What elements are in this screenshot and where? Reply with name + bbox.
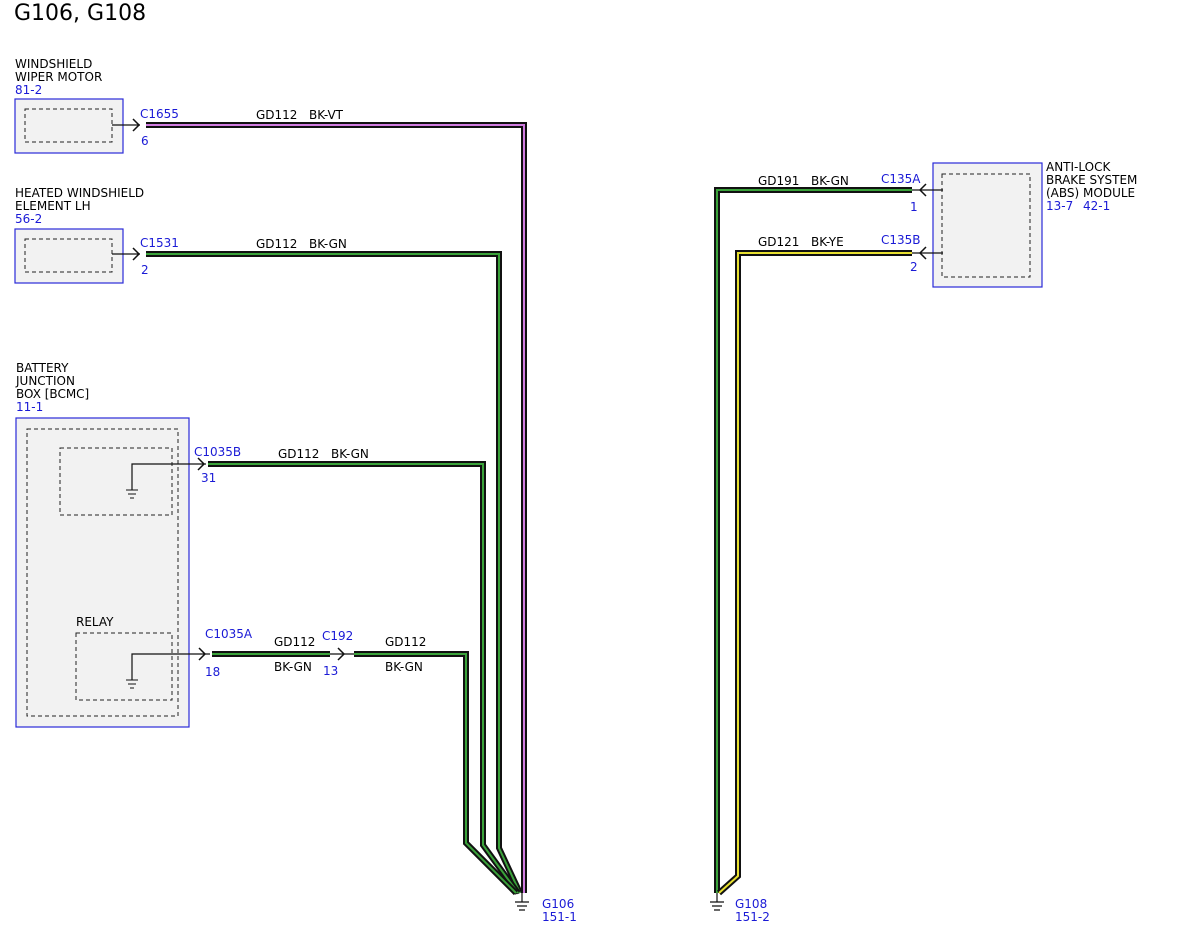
ground-g106: G106 151-1: [515, 893, 577, 924]
c192-inline-connector: C192 13: [322, 629, 354, 678]
abs-module-inner-box: [941, 173, 1031, 278]
wiper-motor-box[interactable]: [14, 98, 124, 154]
wire-wiper[interactable]: [146, 122, 527, 893]
bjb-relay-label: RELAY: [76, 615, 114, 629]
ground-g108-name[interactable]: G108: [735, 897, 767, 911]
bjb-upper-connector[interactable]: C1035B: [194, 445, 241, 459]
abs-module-name-line3: (ABS) MODULE: [1046, 186, 1135, 200]
ground-g106-name[interactable]: G106: [542, 897, 574, 911]
bjb-relay-block: [75, 632, 173, 701]
wire-abs-b-color: BK-YE: [811, 235, 844, 249]
heated-windshield-name-line2: ELEMENT LH: [15, 199, 91, 213]
heated-windshield-component: HEATED WINDSHIELD ELEMENT LH 56-2 C1531 …: [14, 186, 179, 284]
bjb-component: BATTERY JUNCTION BOX [BCMC] 11-1 C1035B …: [15, 361, 253, 728]
wiper-motor-pin: 6: [141, 134, 149, 148]
wiper-motor-component: WINDSHIELD WIPER MOTOR 81-2 C1655 6: [14, 57, 179, 154]
heated-windshield-connector[interactable]: C1531: [140, 236, 179, 250]
bjb-upper-ground-icon: [126, 489, 138, 499]
bjb-lower-pin: 18: [205, 665, 220, 679]
abs-module-ref1[interactable]: 13-7: [1046, 199, 1073, 213]
page-title: G106, G108: [14, 1, 146, 26]
wire-bjb-lower-b-color: BK-GN: [385, 660, 423, 674]
bjb-relay-connector-icon: [198, 647, 207, 661]
abs-module-name-line1: ANTI-LOCK: [1046, 160, 1111, 174]
abs-module-ref2[interactable]: 42-1: [1083, 199, 1110, 213]
heated-windshield-ref[interactable]: 56-2: [15, 212, 42, 226]
wiper-motor-connector-icon: [132, 118, 141, 132]
wiper-motor-name-line2: WIPER MOTOR: [15, 70, 102, 84]
bjb-upper-connector-icon: [197, 457, 206, 471]
wire-bjb-lower-a-circuit: GD112: [274, 635, 315, 649]
wiper-motor-name-line1: WINDSHIELD: [15, 57, 92, 71]
bjb-lower-connector[interactable]: C1035A: [205, 627, 253, 641]
bjb-relay-ground-icon: [126, 679, 138, 689]
wire-abs-b[interactable]: [716, 250, 912, 896]
wire-abs-b-circuit: GD121: [758, 235, 799, 249]
wire-heated-circuit: GD112: [256, 237, 297, 251]
wire-bjb-upper-color: BK-GN: [331, 447, 369, 461]
abs-module-box[interactable]: [932, 162, 1043, 288]
wiper-motor-inner-box: [24, 108, 113, 143]
ground-g106-ref[interactable]: 151-1: [542, 910, 577, 924]
abs-connector-b[interactable]: C135B: [881, 233, 921, 247]
bjb-relay-lead: [131, 653, 210, 680]
wire-bjb-lower-b[interactable]: [354, 651, 519, 896]
bjb-ref[interactable]: 11-1: [16, 400, 43, 414]
wire-heated-windshield[interactable]: [146, 251, 523, 895]
bjb-inner-box: [26, 428, 179, 717]
bjb-upper-block: [59, 447, 173, 516]
abs-module-component: ANTI-LOCK BRAKE SYSTEM (ABS) MODULE 13-7…: [881, 160, 1137, 288]
c192-label[interactable]: C192: [322, 629, 353, 643]
wire-bjb-upper-circuit: GD112: [278, 447, 319, 461]
abs-connector-b-icon: [918, 246, 927, 260]
heated-windshield-name-line1: HEATED WINDSHIELD: [15, 186, 144, 200]
wire-wiper-circuit: GD112: [256, 108, 297, 122]
wire-bjb-upper[interactable]: [208, 461, 521, 895]
c192-pin: 13: [323, 664, 338, 678]
c192-connector-icon: [337, 647, 346, 661]
wiper-motor-ref[interactable]: 81-2: [15, 83, 42, 97]
bjb-name-line3: BOX [BCMC]: [16, 387, 89, 401]
abs-pin-a: 1: [910, 200, 918, 214]
wiper-motor-connector[interactable]: C1655: [140, 107, 179, 121]
wire-bjb-lower-a-color: BK-GN: [274, 660, 312, 674]
wire-abs-a-color: BK-GN: [811, 174, 849, 188]
bjb-name-line2: JUNCTION: [15, 374, 75, 388]
heated-windshield-pin: 2: [141, 263, 149, 277]
wire-abs-a-circuit: GD191: [758, 174, 799, 188]
ground-g108-icon: [710, 901, 724, 911]
wire-wiper-color: BK-VT: [309, 108, 344, 122]
abs-pin-b: 2: [910, 260, 918, 274]
abs-module-name-line2: BRAKE SYSTEM: [1046, 173, 1137, 187]
bjb-upper-lead: [131, 463, 206, 490]
abs-connector-a[interactable]: C135A: [881, 172, 921, 186]
heated-windshield-inner-box: [24, 238, 113, 273]
wire-bjb-lower-b-circuit: GD112: [385, 635, 426, 649]
heated-windshield-connector-icon: [132, 247, 141, 261]
bjb-upper-pin: 31: [201, 471, 216, 485]
ground-g106-icon: [515, 901, 529, 911]
heated-windshield-box[interactable]: [14, 228, 124, 284]
abs-connector-a-icon: [918, 183, 927, 197]
bjb-box[interactable]: [15, 417, 190, 728]
bjb-name-line1: BATTERY: [16, 361, 69, 375]
ground-g108-ref[interactable]: 151-2: [735, 910, 770, 924]
wire-abs-a[interactable]: [714, 187, 912, 893]
ground-g108: G108 151-2: [710, 893, 770, 924]
wire-heated-color: BK-GN: [309, 237, 347, 251]
